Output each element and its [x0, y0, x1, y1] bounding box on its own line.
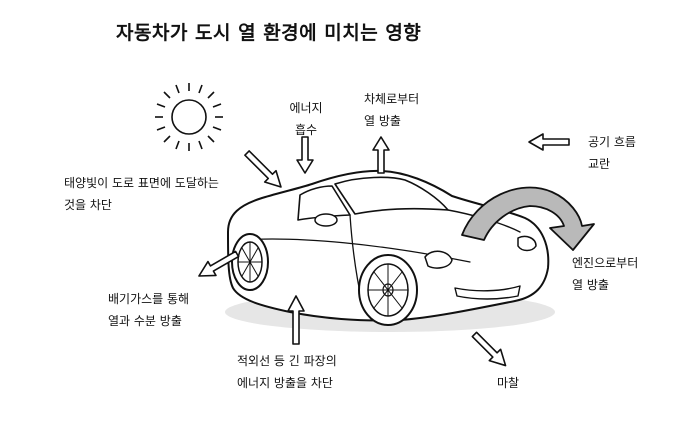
- label-sunlight-block: 태양빛이 도로 표면에 도달하는 것을 차단: [64, 176, 219, 212]
- engine-heat-arrow: [461, 186, 595, 251]
- sun-icon: [155, 83, 223, 151]
- arrow-icon: [471, 331, 507, 367]
- windshield: [334, 176, 449, 215]
- diagram-title: 자동차가 도시 열 환경에 미치는 영향: [116, 22, 422, 44]
- arrow-icon: [372, 136, 390, 174]
- label-friction: 마찰: [497, 376, 520, 390]
- grille: [454, 285, 521, 300]
- wheel-front: [358, 254, 418, 326]
- arrow-icon: [198, 250, 240, 277]
- car-illustration: [225, 169, 555, 332]
- label-body-heat: 차체로부터 열 방출: [364, 92, 420, 128]
- arrow-icon: [528, 133, 570, 151]
- arrow-icon: [287, 295, 305, 345]
- mirror: [314, 213, 338, 227]
- arrow-icon: [244, 150, 282, 188]
- label-energy-absorb: 에너지 흡수: [289, 101, 323, 137]
- arrow-icon: [296, 136, 314, 174]
- headlight-right: [517, 235, 537, 252]
- label-infrared-block: 적외선 등 긴 파장의 에너지 방출을 차단: [237, 354, 337, 390]
- wheel-rear: [231, 233, 269, 291]
- label-airflow: 공기 흐름 교란: [588, 135, 636, 171]
- label-exhaust: 배기가스를 통해 열과 수분 방출: [108, 292, 190, 328]
- label-engine-heat: 엔진으로부터 열 방출: [572, 256, 639, 292]
- headlight-left: [424, 250, 453, 269]
